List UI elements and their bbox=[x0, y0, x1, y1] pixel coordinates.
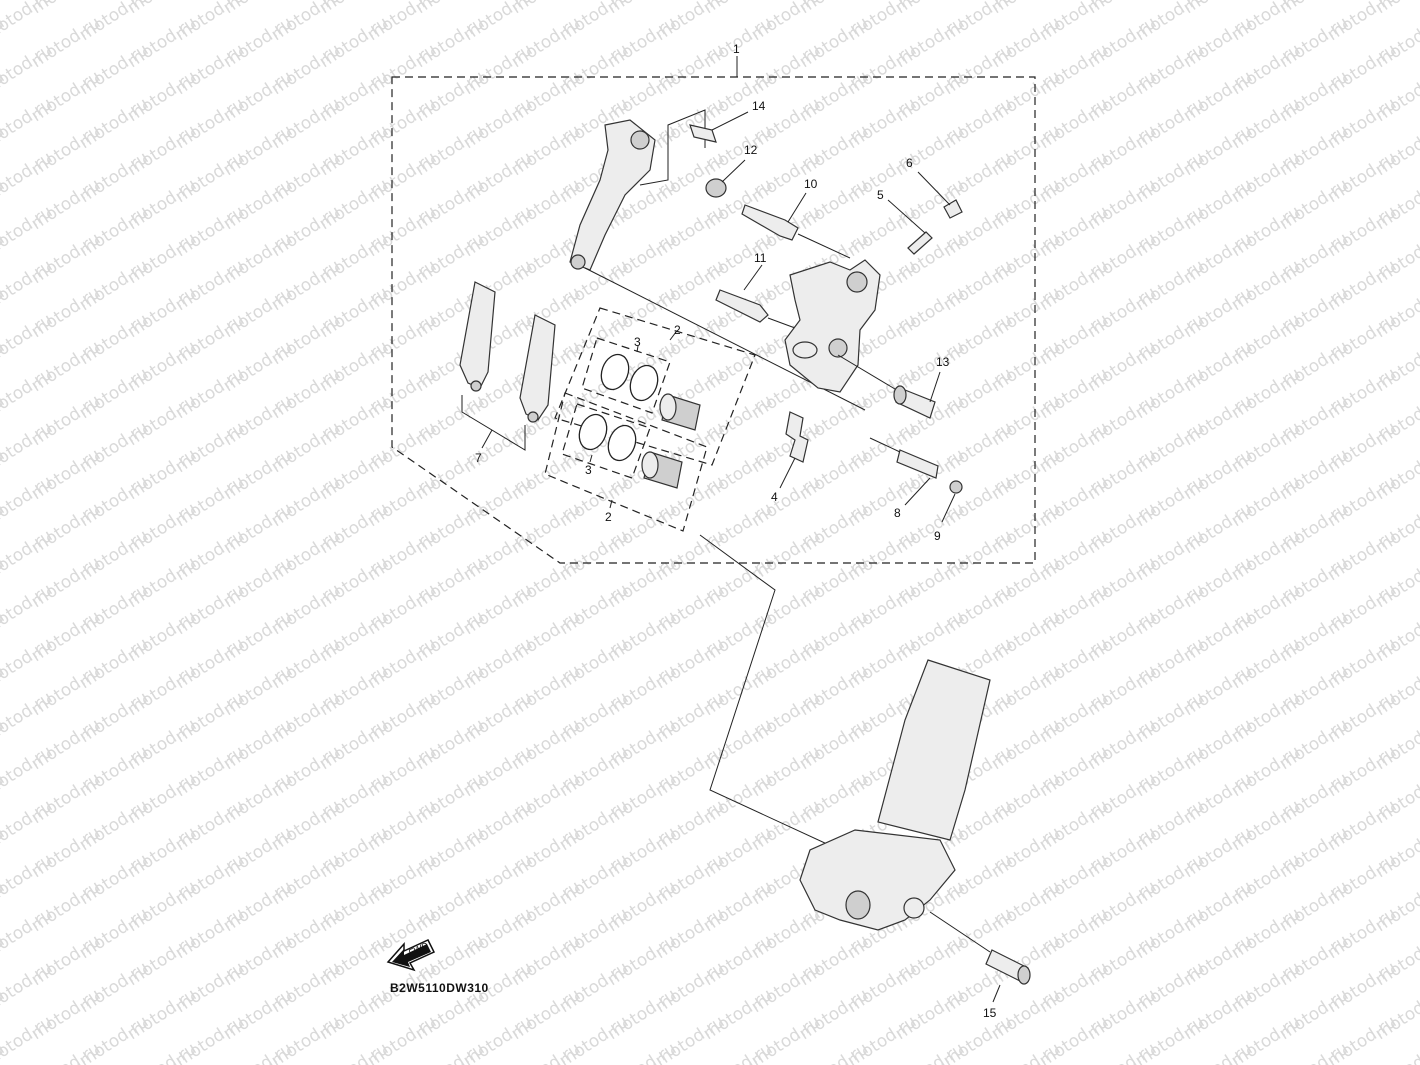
watermark-text: motod.ru bbox=[0, 1039, 8, 1065]
axis-8 bbox=[869, 437, 901, 453]
callout-2-upper: 2 bbox=[674, 323, 681, 337]
callout-15: 15 bbox=[983, 1006, 997, 1020]
watermark-text: motod.ru bbox=[0, 1012, 56, 1065]
piston-lower bbox=[641, 451, 683, 489]
assembly-leader-line bbox=[699, 534, 841, 851]
seal-ring-3 bbox=[578, 413, 608, 451]
piston-upper bbox=[659, 393, 701, 431]
leader-12 bbox=[721, 159, 746, 183]
watermark-text: motod.ru bbox=[1372, 1039, 1420, 1065]
watermark-text: motod.ru bbox=[0, 364, 56, 423]
watermark-text: motod.ru bbox=[0, 526, 56, 585]
leader-15 bbox=[992, 984, 1001, 1003]
leader-13 bbox=[929, 371, 941, 403]
watermark-text: motod.ru bbox=[0, 580, 56, 639]
callout-14: 14 bbox=[752, 99, 766, 113]
watermark-text: motod.ru bbox=[0, 0, 56, 45]
axis-11 bbox=[767, 317, 796, 329]
part-9-cap bbox=[949, 480, 963, 494]
leader-3a bbox=[636, 345, 639, 353]
part-6-clip bbox=[943, 199, 963, 219]
seal-ring-2 bbox=[629, 364, 659, 402]
callout-4: 4 bbox=[771, 490, 778, 504]
watermark-text: motod.ru bbox=[0, 148, 56, 207]
part-11-pin bbox=[715, 289, 769, 323]
part-14-clip bbox=[689, 124, 717, 143]
callout-9: 9 bbox=[934, 529, 941, 543]
front-fork bbox=[799, 659, 991, 931]
callout-labels: 1 2 2 3 3 4 5 6 7 8 9 10 11 12 13 14 15 bbox=[475, 42, 997, 1020]
callout-6: 6 bbox=[906, 156, 913, 170]
watermark-text: motod.ru bbox=[0, 310, 56, 369]
leader-7 bbox=[461, 395, 526, 451]
part-12-cap bbox=[705, 178, 727, 198]
caliper-body bbox=[784, 259, 881, 393]
callout-11: 11 bbox=[754, 251, 767, 265]
leader-5 bbox=[887, 199, 926, 234]
watermark-text: motod.ru bbox=[0, 256, 56, 315]
callout-3-upper: 3 bbox=[634, 335, 641, 349]
bracket-leader bbox=[639, 109, 706, 186]
caliper-bracket bbox=[569, 119, 656, 271]
callout-10: 10 bbox=[804, 177, 818, 191]
leader-2b bbox=[609, 499, 613, 509]
seal-kit-boundary-upper bbox=[581, 337, 671, 414]
leader-4 bbox=[779, 457, 796, 489]
callout-1: 1 bbox=[733, 42, 740, 56]
callout-2-lower: 2 bbox=[605, 510, 612, 524]
part-5-pin bbox=[907, 231, 933, 255]
callout-3-lower: 3 bbox=[585, 463, 592, 477]
watermark-text: motod.ru bbox=[0, 958, 56, 1017]
watermark-text: motod.ru bbox=[0, 904, 56, 963]
part-10-pin bbox=[741, 204, 799, 241]
piston-kit-boundary-lower bbox=[544, 392, 708, 532]
seal-ring-1 bbox=[600, 353, 630, 391]
callout-12: 12 bbox=[744, 143, 758, 157]
watermark-text: motod.ru bbox=[0, 40, 56, 99]
part-13-bolt bbox=[893, 385, 936, 419]
leader-11 bbox=[743, 264, 763, 291]
part-15-bolt bbox=[985, 949, 1031, 985]
watermark-text: motod.ru bbox=[0, 94, 56, 153]
watermark-text: motod.ru bbox=[0, 850, 56, 909]
piston-kit-boundary-upper bbox=[554, 307, 756, 466]
leader-7-stem bbox=[481, 429, 493, 449]
leader-6 bbox=[917, 171, 951, 206]
seal-kit-boundary-lower bbox=[561, 403, 651, 479]
watermark-text: motod.ru bbox=[0, 202, 56, 261]
leader-2a bbox=[669, 331, 677, 341]
watermark-text: motod.ru bbox=[0, 742, 56, 801]
brake-pad-left bbox=[459, 281, 496, 392]
leader-8 bbox=[904, 477, 931, 506]
watermark-text: motod.ru bbox=[0, 472, 56, 531]
watermark-text: motod.ru bbox=[0, 634, 56, 693]
part-4-spring bbox=[785, 411, 809, 463]
callout-8: 8 bbox=[894, 506, 901, 520]
watermark-text: motod.ru bbox=[0, 418, 56, 477]
seal-ring-4 bbox=[607, 424, 637, 462]
callout-7: 7 bbox=[475, 451, 482, 465]
callout-5: 5 bbox=[877, 188, 884, 202]
diagram-code: B2W5110DW310 bbox=[390, 981, 489, 995]
leader-3b bbox=[589, 454, 593, 463]
leader-9 bbox=[941, 493, 956, 523]
brake-pad-right bbox=[519, 314, 556, 423]
part-8-bolt bbox=[896, 449, 939, 479]
leader-10 bbox=[787, 192, 807, 223]
watermark-text: motod.ru bbox=[0, 688, 56, 747]
axis-15 bbox=[929, 911, 991, 953]
callout-13: 13 bbox=[936, 355, 950, 369]
caliper-assembly-boundary bbox=[391, 76, 1036, 564]
watermark-text: motod.ru bbox=[0, 796, 56, 855]
caliper-axis bbox=[837, 354, 906, 396]
leader-14 bbox=[711, 111, 749, 131]
axis-10 bbox=[797, 233, 851, 259]
